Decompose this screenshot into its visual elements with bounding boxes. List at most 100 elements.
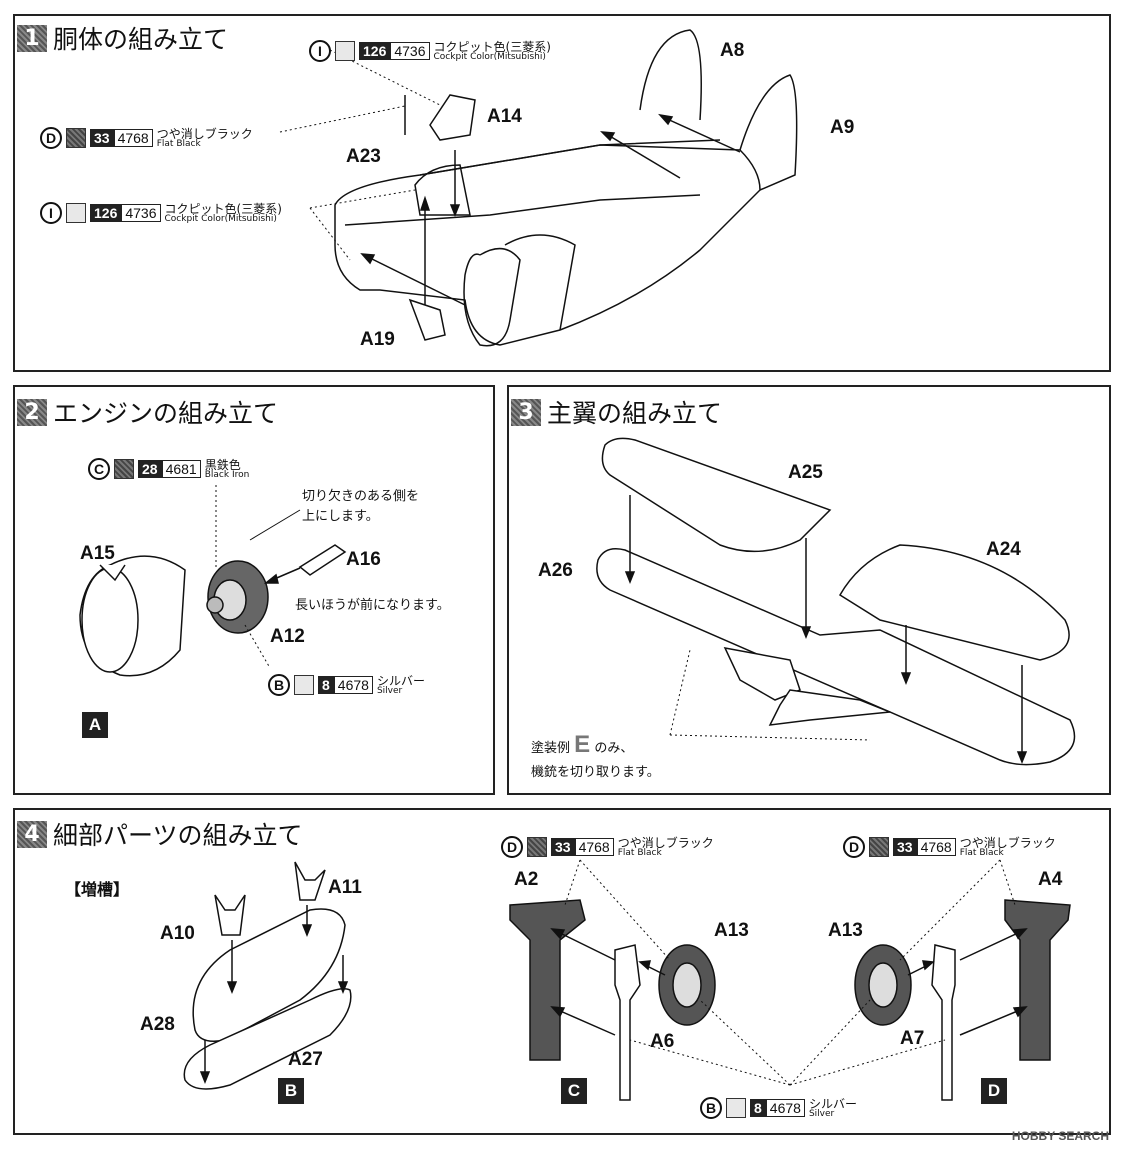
part-label-A19: A19 (360, 329, 395, 350)
note-line: 機銃を切り取ります。 (531, 765, 660, 780)
note-line: 切り欠きのある側を (302, 489, 420, 504)
drop-tank-heading: 【増槽】 (65, 880, 130, 899)
step-1-title: 1 胴体の組み立て (17, 20, 228, 56)
part-label-A9: A9 (830, 117, 855, 138)
step-3-title: 3 主翼の組み立て (511, 394, 722, 430)
long-front-note: 長いほうが前になります。 (295, 598, 450, 613)
part-label-A10: A10 (160, 923, 195, 944)
scheme-tag-B: B (278, 1078, 304, 1104)
step-number: 2 (17, 398, 47, 426)
paint-callout-I-top: I 126 4736 コクピット色(三菱系)Cockpit Color(Mits… (309, 40, 551, 62)
part-label-A28: A28 (140, 1014, 175, 1035)
paint-name-en: Cockpit Color(Mitsubishi) (433, 51, 546, 62)
scheme-note: 塗装例 E のみ、 機銃を切り取ります。 (531, 727, 660, 783)
paint-mr-code: 126 (359, 42, 391, 60)
step-4-title: 4 細部パーツの組み立て (17, 816, 303, 852)
part-label-A13-right: A13 (828, 920, 863, 941)
paint-letter: C (88, 458, 110, 480)
paint-swatch (869, 837, 889, 857)
part-label-A11: A11 (328, 877, 362, 898)
paint-number: 4681 (161, 460, 201, 478)
paint-mr-code: 8 (750, 1099, 766, 1117)
paint-mr-code: 33 (551, 838, 575, 856)
part-label-A25: A25 (788, 462, 823, 483)
paint-mr-code: 33 (90, 129, 114, 147)
paint-letter: D (501, 836, 523, 858)
paint-swatch (114, 459, 134, 479)
part-label-A13-left: A13 (714, 920, 749, 941)
scheme-tag-C: C (561, 1078, 587, 1104)
paint-swatch (335, 41, 355, 61)
watermark: HOBBY SEARCH (1011, 1129, 1109, 1143)
paint-name-en: Flat Black (959, 847, 1004, 858)
paint-name-en: Flat Black (156, 138, 201, 149)
step-title-text: エンジンの組み立て (53, 399, 279, 428)
paint-letter: D (843, 836, 865, 858)
paint-name-jp: コクピット色(三菱系) (164, 201, 282, 216)
paint-number: 4736 (390, 42, 430, 60)
step-number: 3 (511, 398, 541, 426)
paint-swatch (726, 1098, 746, 1118)
paint-name-jp: つや消しブラック (617, 835, 714, 850)
paint-mr-code: 28 (138, 460, 162, 478)
engine-drawing (79, 485, 347, 677)
paint-letter: B (700, 1097, 722, 1119)
paint-name-jp: シルバー (808, 1096, 857, 1111)
step-title-text: 主翼の組み立て (547, 399, 723, 428)
paint-swatch (66, 203, 86, 223)
step-number: 4 (17, 820, 47, 848)
part-label-A27: A27 (288, 1049, 323, 1070)
part-label-A14: A14 (487, 106, 522, 127)
part-label-A23: A23 (346, 146, 381, 167)
paint-callout-I-left: I 126 4736 コクピット色(三菱系)Cockpit Color(Mits… (40, 202, 282, 224)
paint-name-en: Flat Black (617, 847, 662, 858)
paint-name-jp: 黒鉄色 (204, 457, 241, 472)
step-2-title: 2 エンジンの組み立て (17, 394, 278, 430)
paint-number: 4736 (121, 204, 161, 222)
paint-name-en: Silver (376, 685, 403, 696)
part-label-A15: A15 (80, 543, 115, 564)
notch-note: 切り欠きのある側を 上にします。 (302, 487, 419, 526)
paint-letter: B (268, 674, 290, 696)
paint-name-en: Silver (808, 1108, 835, 1119)
paint-number: 4678 (765, 1099, 805, 1117)
paint-letter: I (309, 40, 331, 62)
note-text: のみ、 (594, 741, 634, 756)
step-title-text: 胴体の組み立て (53, 25, 229, 54)
paint-swatch (66, 128, 86, 148)
panel-step-1 (13, 14, 1111, 372)
scheme-letter-E: E (574, 731, 591, 758)
part-label-A16: A16 (346, 549, 381, 570)
paint-swatch (294, 675, 314, 695)
paint-number: 4678 (333, 676, 373, 694)
paint-name-jp: つや消しブラック (156, 126, 253, 141)
scheme-tag-D: D (981, 1078, 1007, 1104)
paint-name-jp: コクピット色(三菱系) (433, 39, 551, 54)
paint-swatch (527, 837, 547, 857)
paint-letter: D (40, 127, 62, 149)
note-line: 上にします。 (302, 508, 379, 524)
paint-name-jp: シルバー (376, 673, 425, 688)
paint-name-en: Black Iron (204, 469, 250, 480)
scheme-tag-A: A (82, 712, 108, 738)
part-label-A24: A24 (986, 539, 1021, 560)
step-number: 1 (17, 24, 47, 52)
part-label-A8: A8 (720, 40, 745, 61)
paint-number: 4768 (574, 838, 614, 856)
part-label-A2: A2 (514, 869, 539, 890)
paint-number: 4768 (916, 838, 956, 856)
paint-mr-code: 33 (893, 838, 917, 856)
paint-mr-code: 126 (90, 204, 122, 222)
fuselage-drawing (279, 29, 798, 347)
note-text: 塗装例 (531, 741, 571, 756)
wing-drawing (596, 437, 1076, 766)
step-title-text: 細部パーツの組み立て (53, 821, 303, 850)
paint-name-en: Cockpit Color(Mitsubishi) (164, 213, 277, 224)
